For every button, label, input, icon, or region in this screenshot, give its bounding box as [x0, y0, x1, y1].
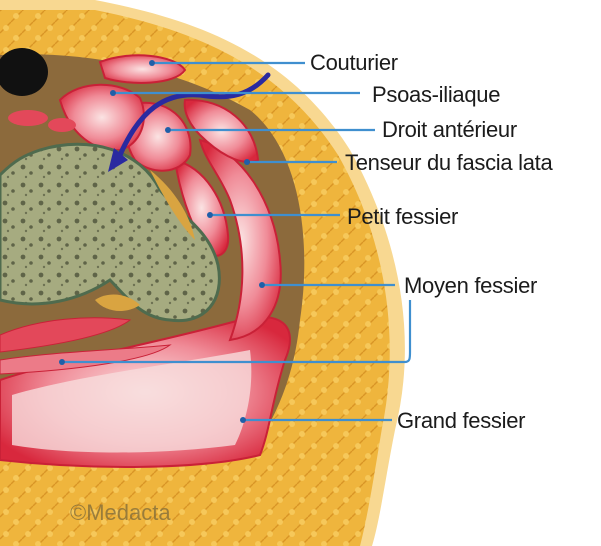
label-petit-fessier: Petit fessier — [347, 204, 458, 229]
small-muscle — [48, 118, 76, 132]
label-grand-fessier: Grand fessier — [397, 408, 525, 433]
label-couturier: Couturier — [310, 50, 398, 75]
label-tenseur-fascia-lata: Tenseur du fascia lata — [345, 150, 553, 175]
medacta-watermark: ©Medacta — [70, 500, 171, 525]
label-moyen-fessier: Moyen fessier — [404, 273, 537, 298]
small-muscle — [8, 110, 48, 126]
label-psoas-iliaque: Psoas-iliaque — [372, 82, 500, 107]
label-droit-anterieur: Droit antérieur — [382, 117, 517, 142]
